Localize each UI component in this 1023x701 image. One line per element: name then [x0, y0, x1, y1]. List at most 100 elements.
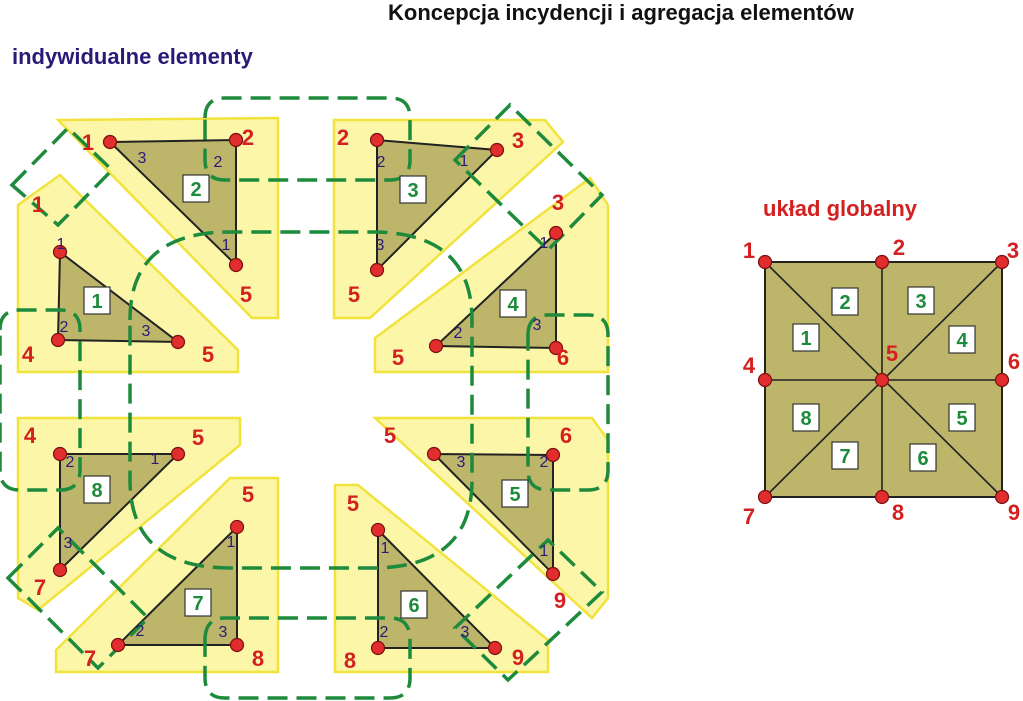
element-2-number: 2 [190, 179, 201, 201]
global-node-label: 7 [743, 504, 755, 529]
group-node-7 [5, 525, 151, 671]
element-6-node-label: 8 [344, 648, 356, 673]
element-5-number: 5 [509, 484, 520, 506]
element-2-box [182, 174, 210, 203]
element-8-node-label: 5 [192, 425, 204, 450]
global-element-number: 4 [956, 330, 968, 352]
global-element-number: 5 [956, 408, 967, 430]
element-8-number: 8 [91, 480, 102, 502]
element-6-node-9 [487, 640, 503, 656]
global-node-6 [994, 372, 1010, 388]
element-5-local-label: 2 [540, 454, 549, 471]
element-4-node-label: 3 [552, 190, 564, 215]
element-5-node-label: 6 [560, 423, 572, 448]
element-2-local-label: 1 [222, 237, 231, 254]
group-node-6 [526, 313, 610, 492]
global-element-number: 8 [800, 408, 811, 430]
element-2-node-1 [102, 134, 118, 150]
global-node-1 [757, 254, 773, 270]
element-1-triangle [56, 250, 182, 344]
element-3-local-label: 2 [377, 154, 386, 171]
node-groups [0, 96, 610, 700]
element-6-local-label: 1 [381, 540, 390, 557]
element-2-node-2 [228, 132, 244, 148]
group-node-4 [0, 308, 82, 492]
element-7-node-8 [229, 637, 245, 653]
element-2-node-5 [228, 257, 244, 273]
element-5-node-6 [545, 447, 561, 463]
element-3-node-label: 2 [337, 125, 349, 150]
global-element-2-box [831, 287, 859, 316]
element-7-local-label: 1 [227, 534, 236, 551]
element-3-node-5 [369, 262, 385, 278]
element-6-number: 6 [408, 595, 419, 617]
group-node-9 [452, 537, 605, 683]
element-5-node-label: 9 [554, 588, 566, 613]
element-8-local-label: 1 [151, 451, 160, 468]
element-4-local-label: 2 [454, 325, 463, 342]
element-3-local-label: 3 [376, 237, 385, 254]
element-7-local-label: 3 [219, 624, 228, 641]
element-5-box [501, 479, 529, 508]
element-4-node-6 [548, 340, 564, 356]
element-1-local-label: 2 [60, 319, 69, 336]
element-8-node-label: 4 [24, 423, 37, 448]
global-node-label: 1 [743, 238, 755, 263]
element-7-node-label: 8 [252, 646, 264, 671]
element-1-node-label: 5 [202, 342, 214, 367]
global-element-number: 1 [800, 328, 811, 350]
global-node-7 [757, 489, 773, 505]
element-8-node-label: 7 [34, 575, 46, 600]
element-6-node-label: 5 [347, 491, 359, 516]
element-5-node-9 [545, 566, 561, 582]
global-node-label: 4 [743, 353, 756, 378]
element-4-node-5 [428, 338, 444, 354]
element-5-node-5 [426, 446, 442, 462]
element-2-local-label: 2 [214, 154, 223, 171]
group-node-8 [203, 616, 412, 700]
global-element-7-box [831, 441, 859, 470]
element-6-node-8 [370, 640, 386, 656]
global-element-3-box [907, 286, 935, 315]
global-node-label: 2 [893, 235, 905, 260]
element-4-local-label: 3 [533, 317, 542, 334]
element-1-number: 1 [91, 291, 102, 313]
element-7-node-5 [229, 519, 245, 535]
element-4-node-label: 6 [557, 345, 569, 370]
element-4-local-label: 1 [540, 235, 549, 252]
element-6-node-label: 9 [512, 645, 524, 670]
element-2-node-label: 1 [82, 130, 94, 155]
global-node-label: 6 [1008, 349, 1020, 374]
element-8-box [83, 475, 111, 504]
element-2-local-label: 3 [138, 150, 147, 167]
element-5-local-label: 1 [540, 543, 549, 560]
global-node-2 [874, 254, 890, 270]
element-1-box [83, 286, 111, 315]
element-7-node-7 [110, 637, 126, 653]
global-system-heading: układ globalny [763, 196, 918, 221]
global-element-4-box [948, 325, 976, 354]
element-3-number: 3 [407, 180, 418, 202]
element-1-node-label: 1 [32, 192, 44, 217]
page-title: Koncepcja incydencji i agregacja element… [388, 0, 854, 25]
element-2-node-label: 5 [240, 282, 252, 307]
element-2-node-label: 2 [242, 125, 254, 150]
global-element-8-box [792, 403, 820, 432]
element-7-node-label: 5 [242, 482, 254, 507]
element-7-node-label: 7 [84, 646, 96, 671]
element-4-node-label: 5 [392, 345, 404, 370]
global-node-9 [994, 489, 1010, 505]
element-3-node-label: 5 [348, 282, 360, 307]
group-node-5 [128, 230, 474, 570]
global-element-number: 6 [917, 448, 928, 470]
element-4-box [499, 289, 527, 318]
element-3-node-2 [369, 132, 385, 148]
element-1-local-label: 1 [57, 236, 66, 253]
element-7-local-label: 2 [136, 623, 145, 640]
element-6-box [400, 590, 428, 619]
element-8-node-7 [52, 562, 68, 578]
element-1-node-5 [170, 334, 186, 350]
element-4-number: 4 [507, 294, 519, 316]
